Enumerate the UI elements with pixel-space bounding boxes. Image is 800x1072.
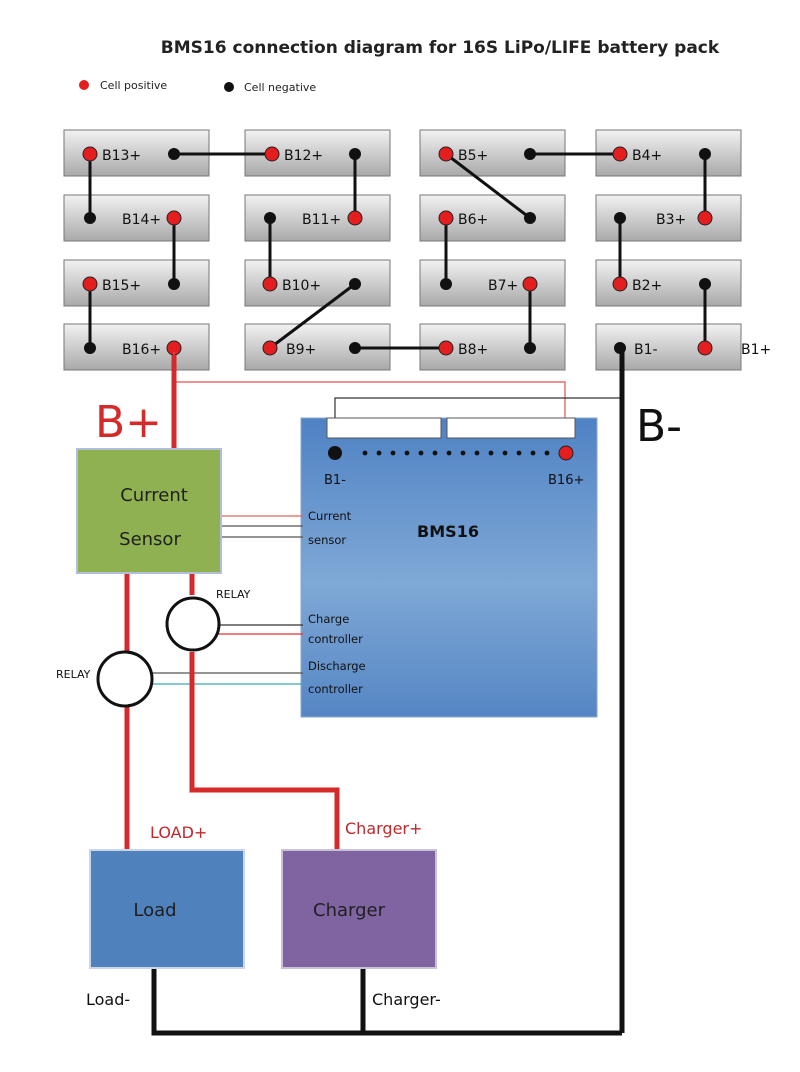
bms-b1-terminal: [328, 446, 342, 460]
cell-label: B1-: [634, 342, 658, 358]
discharge-relay-label: RELAY: [56, 668, 91, 681]
negative-dot-icon: [224, 82, 234, 92]
charge-relay-label: RELAY: [216, 588, 251, 601]
bms-port-charge-2: controller: [308, 632, 363, 646]
load-minus-label: Load-: [86, 990, 130, 1009]
bms-port-discharge-1: Discharge: [308, 659, 366, 673]
legend-positive-label: Cell positive: [100, 79, 167, 92]
charge-relay-icon: [165, 596, 221, 652]
cell-label: B4+: [632, 148, 662, 164]
cell-label: B15+: [102, 278, 141, 294]
bms-port-charge-1: Charge: [308, 612, 349, 626]
series-wires: [88, 152, 707, 350]
current-sensor-box: [76, 448, 222, 574]
cell-label: B13+: [102, 148, 141, 164]
legend-negative-label: Cell negative: [244, 81, 316, 94]
positive-dot-icon: [79, 80, 89, 90]
diagram-title: BMS16 connection diagram for 16S LiPo/LI…: [161, 38, 720, 58]
cell-label: B5+: [458, 148, 488, 164]
bms16-board: [300, 417, 598, 718]
load-plus-label: LOAD+: [150, 823, 207, 842]
cell-label: B7+: [488, 278, 518, 294]
load-box: [89, 849, 245, 969]
cell-label: B12+: [284, 148, 323, 164]
cell-label: B9+: [286, 342, 316, 358]
cell-label: B16+: [122, 342, 161, 358]
current-sensor-label-2: Sensor: [119, 529, 181, 550]
bms-connector-left: [326, 417, 442, 439]
cell-b15: [63, 259, 210, 307]
discharge-relay-icon: [96, 650, 154, 708]
bms-port-current-1: Current: [308, 509, 352, 523]
battery-cells: [63, 129, 742, 371]
current-sensor-label-1: Current: [120, 485, 188, 506]
cell-label: B11+: [302, 212, 341, 228]
bms-b16-terminal: [558, 445, 574, 461]
bms-port-current-2: sensor: [308, 533, 346, 547]
bms-port-discharge-2: controller: [308, 682, 363, 696]
cell-label: B8+: [458, 342, 488, 358]
positive-power-wires: [124, 355, 340, 852]
b-minus-label: B-: [636, 401, 682, 452]
charger-plus-label: Charger+: [345, 819, 422, 838]
cell-label: B2+: [632, 278, 662, 294]
cell-label: B3+: [656, 212, 686, 228]
bms-b1-label: B1-: [324, 473, 346, 488]
bms-title: BMS16: [417, 522, 479, 541]
charger-label: Charger: [313, 900, 386, 921]
negative-power-wires: [151, 348, 625, 1036]
load-label: Load: [133, 900, 176, 921]
cell-terminals: [82, 146, 713, 356]
charger-minus-label: Charger-: [372, 990, 441, 1009]
bms-b16-label: B16+: [548, 473, 584, 488]
b1-plus-label: B1+: [741, 342, 771, 358]
bms-pin-dots: [362, 450, 550, 456]
cell-label: B10+: [282, 278, 321, 294]
cell-label: B14+: [122, 212, 161, 228]
cell-labels: B13+ B12+ B5+ B4+ B14+ B11+ B6+ B3+ B15+…: [102, 148, 771, 358]
signal-wires: [152, 515, 303, 685]
cell-label: B6+: [458, 212, 488, 228]
charger-box: [281, 849, 437, 969]
b-plus-label: B+: [95, 397, 162, 448]
bms-connector-right: [446, 417, 576, 439]
